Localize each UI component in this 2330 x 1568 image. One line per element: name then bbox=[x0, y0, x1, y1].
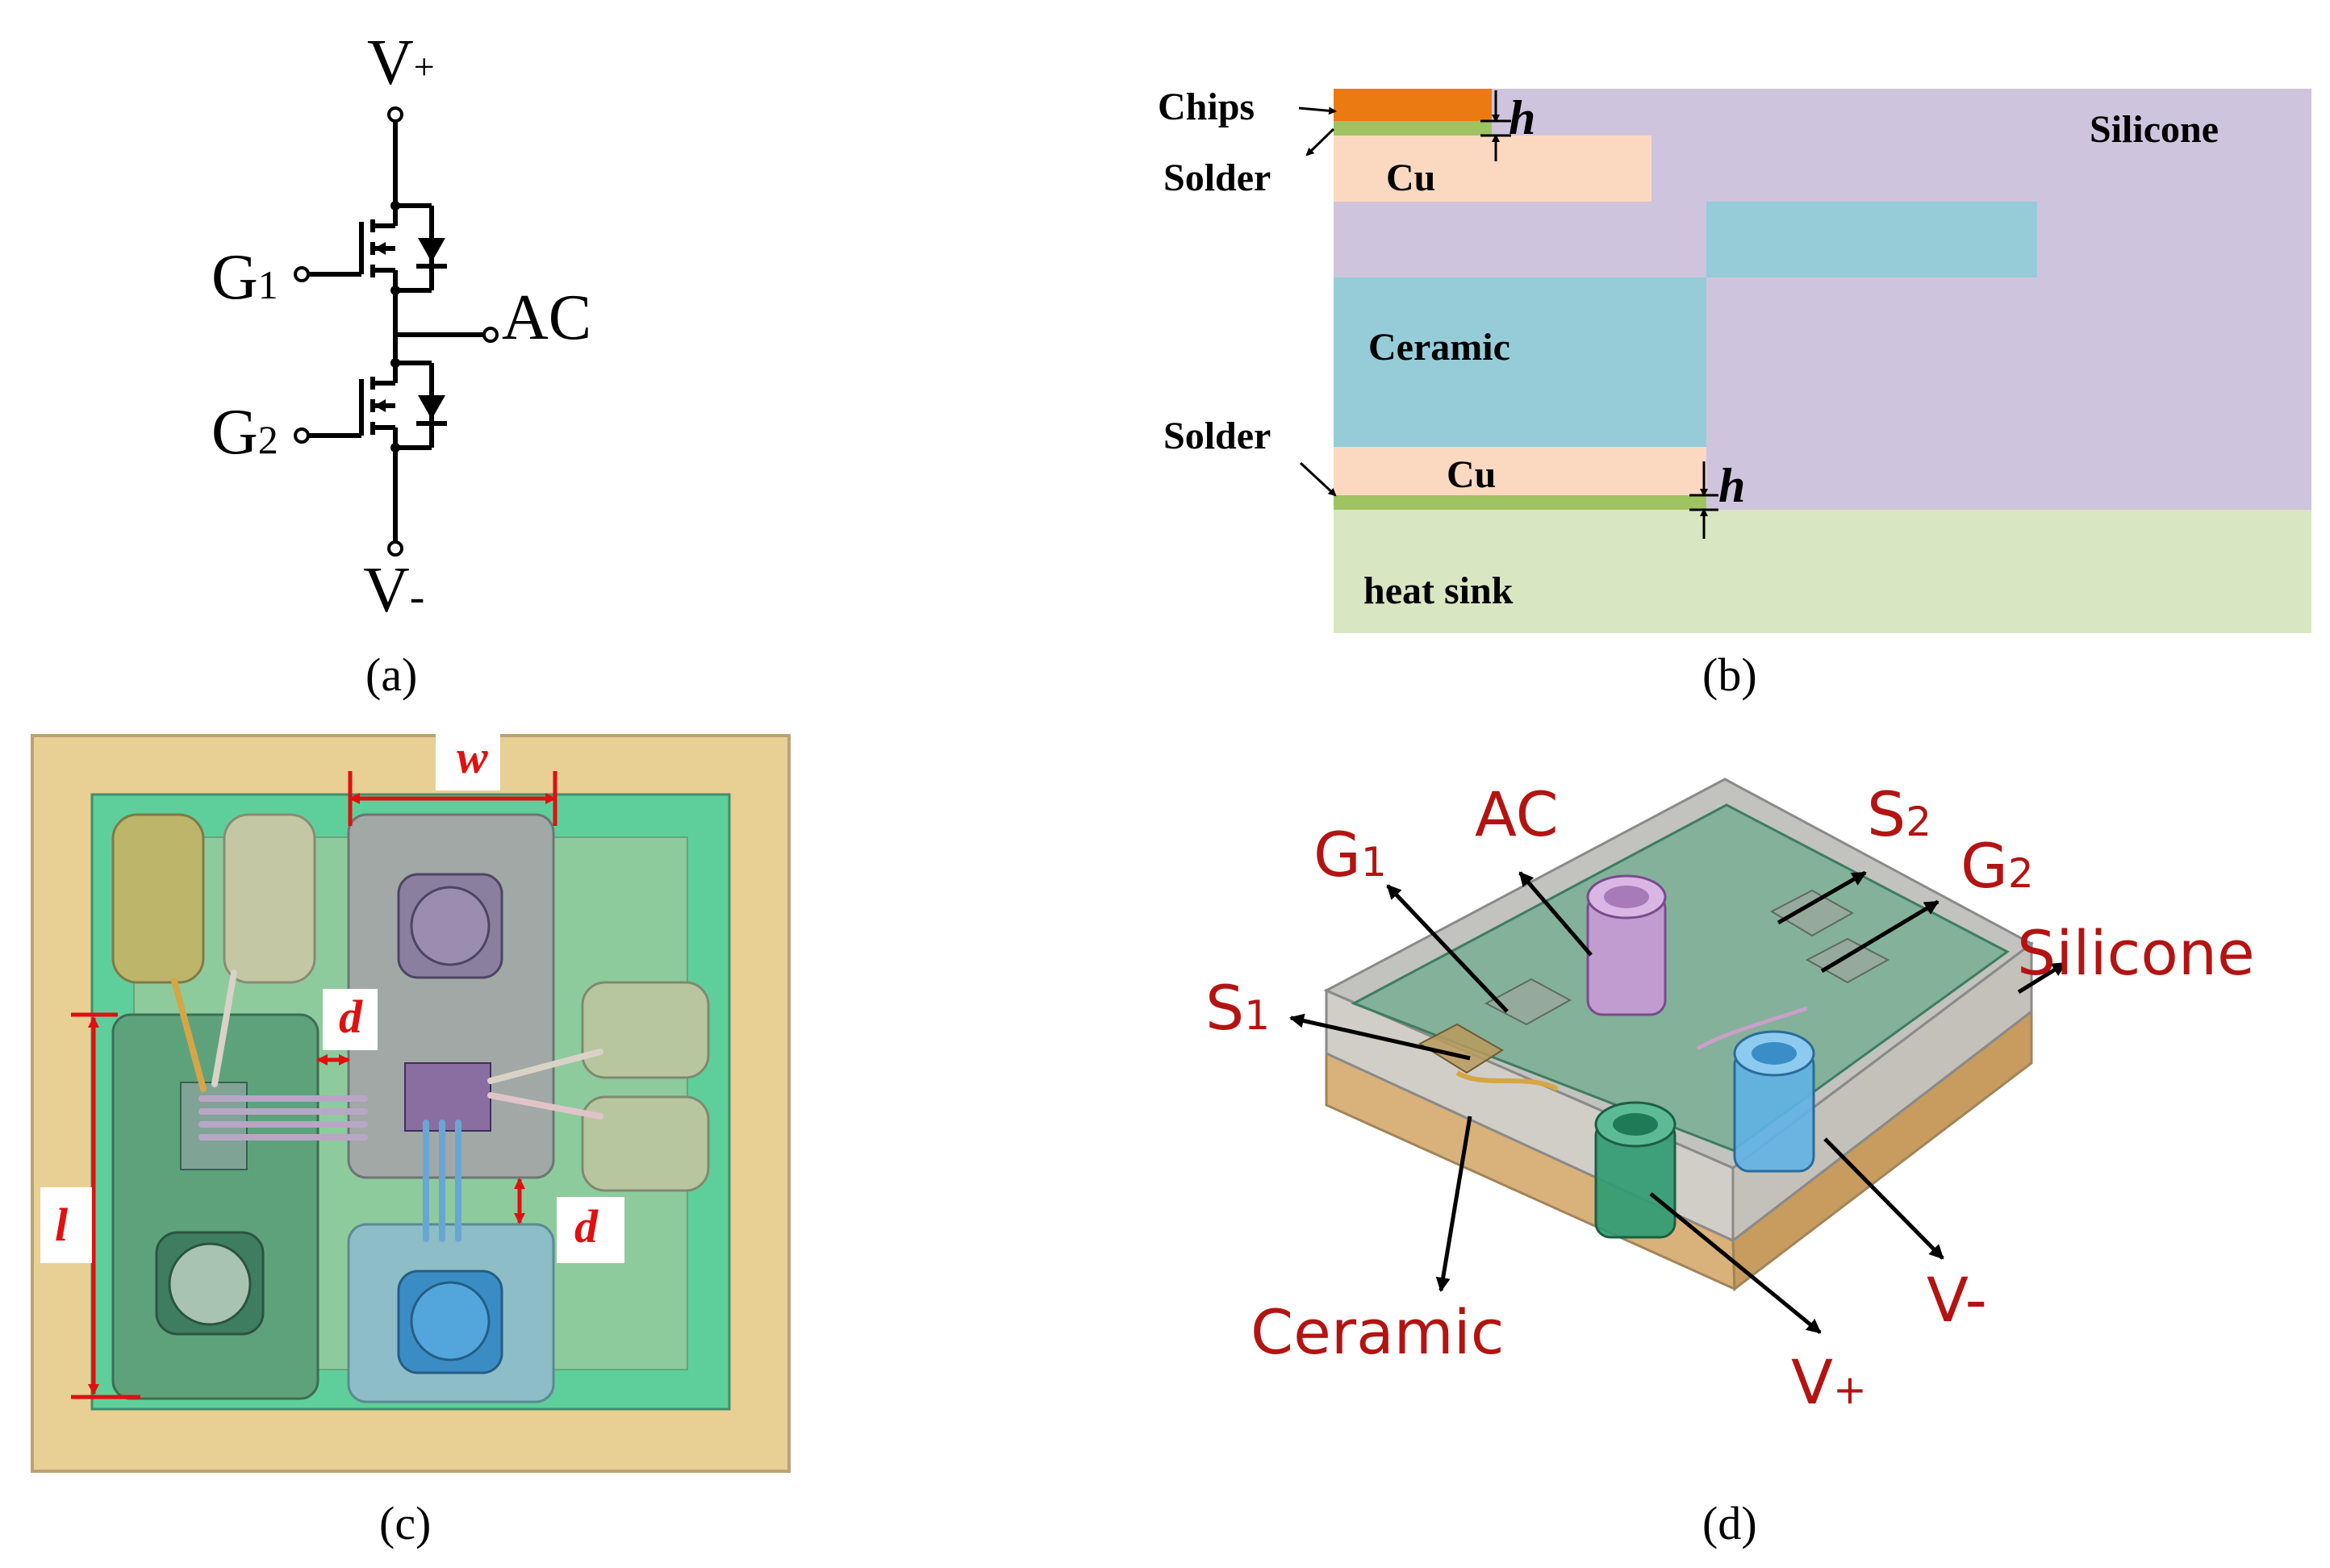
s1-label-3d: S1 bbox=[1205, 972, 1270, 1044]
cu-layer-bottom bbox=[1334, 447, 1706, 495]
panel-b-cross-section: h h Chips Solder Cu Silicone Ceramic Sol… bbox=[1158, 85, 2311, 633]
silicone-label-3d: Silicone bbox=[2017, 917, 2255, 989]
ceramic-step bbox=[1706, 202, 2037, 277]
d-vertical-label: d bbox=[574, 1200, 599, 1253]
chip-2 bbox=[404, 1062, 491, 1132]
ceramic-label: Ceramic bbox=[1368, 326, 1510, 369]
panel-d-3d-module: G1 AC S2 G2 Silicone S1 Ceramic V+ V- bbox=[1205, 778, 2255, 1418]
h-dimension-top: h bbox=[1509, 91, 1535, 144]
cu-layer-top bbox=[1334, 136, 1651, 202]
solder-bottom-label: Solder bbox=[1163, 415, 1271, 457]
ac-label-3d: AC bbox=[1475, 778, 1559, 850]
g2-label-3d: G2 bbox=[1960, 830, 2034, 902]
cu-top-label: Cu bbox=[1386, 156, 1435, 199]
solder-layer-top bbox=[1334, 121, 1492, 136]
g2-terminal bbox=[294, 427, 310, 444]
ceramic-label-3d: Ceramic bbox=[1251, 1296, 1505, 1368]
g2-label: G2 bbox=[211, 397, 278, 468]
ac-label: AC bbox=[502, 282, 591, 353]
h-dimension-bottom: h bbox=[1718, 459, 1745, 512]
solder-layer-bottom bbox=[1334, 495, 1706, 510]
v-minus-terminal bbox=[387, 540, 403, 557]
upper-mosfet-symbol bbox=[294, 203, 447, 293]
v-minus-terminal-3d bbox=[1733, 1030, 1815, 1173]
g1-label: G1 bbox=[211, 242, 278, 313]
v-plus-terminal-3d bbox=[1594, 1101, 1677, 1239]
panel-c-layout: w d d l bbox=[31, 731, 791, 1473]
panel-a-circuit: V+ G1 AC G2 V- bbox=[211, 27, 591, 626]
l-dimension-label: l bbox=[55, 1199, 69, 1251]
silicone-label: Silicone bbox=[2090, 108, 2219, 151]
chips-label: Chips bbox=[1158, 85, 1255, 128]
ceramic-plate-3d bbox=[1351, 803, 2010, 1152]
gate-pad-1 bbox=[111, 813, 205, 984]
g1-label-3d: G1 bbox=[1313, 819, 1387, 890]
source-pad-1 bbox=[581, 981, 710, 1079]
gate-pad-2 bbox=[223, 813, 316, 984]
heat-sink-label: heat sink bbox=[1363, 569, 1514, 612]
panel-b-label: (b) bbox=[1702, 648, 1757, 701]
v-minus-label-3d: V- bbox=[1927, 1264, 1987, 1336]
chip-layer bbox=[1334, 89, 1492, 121]
bond-wires bbox=[171, 970, 603, 1242]
panel-c-label: (c) bbox=[379, 1497, 431, 1549]
heat-sink-layer bbox=[1334, 510, 2311, 633]
panel-a-label: (a) bbox=[365, 648, 417, 701]
v-plus-label: V+ bbox=[367, 27, 435, 98]
v-plus-terminal bbox=[387, 106, 403, 123]
lower-mosfet-symbol bbox=[294, 361, 447, 450]
cu-bottom-label: Cu bbox=[1447, 453, 1496, 496]
v-plus-label-3d: V+ bbox=[1791, 1346, 1867, 1418]
g1-terminal bbox=[294, 266, 310, 282]
ceramic-layer bbox=[1334, 277, 1706, 447]
panel-d-label: (d) bbox=[1702, 1497, 1757, 1549]
d-horizontal-label: d bbox=[339, 990, 363, 1043]
ac-terminal bbox=[482, 327, 499, 343]
v-minus-label: V- bbox=[363, 555, 424, 626]
ac-terminal-3d bbox=[1586, 874, 1667, 1016]
s2-label-3d: S2 bbox=[1867, 778, 1931, 850]
w-dimension-label: w bbox=[457, 731, 488, 783]
solder-top-label: Solder bbox=[1163, 156, 1271, 199]
source-pad-2 bbox=[581, 1095, 710, 1192]
